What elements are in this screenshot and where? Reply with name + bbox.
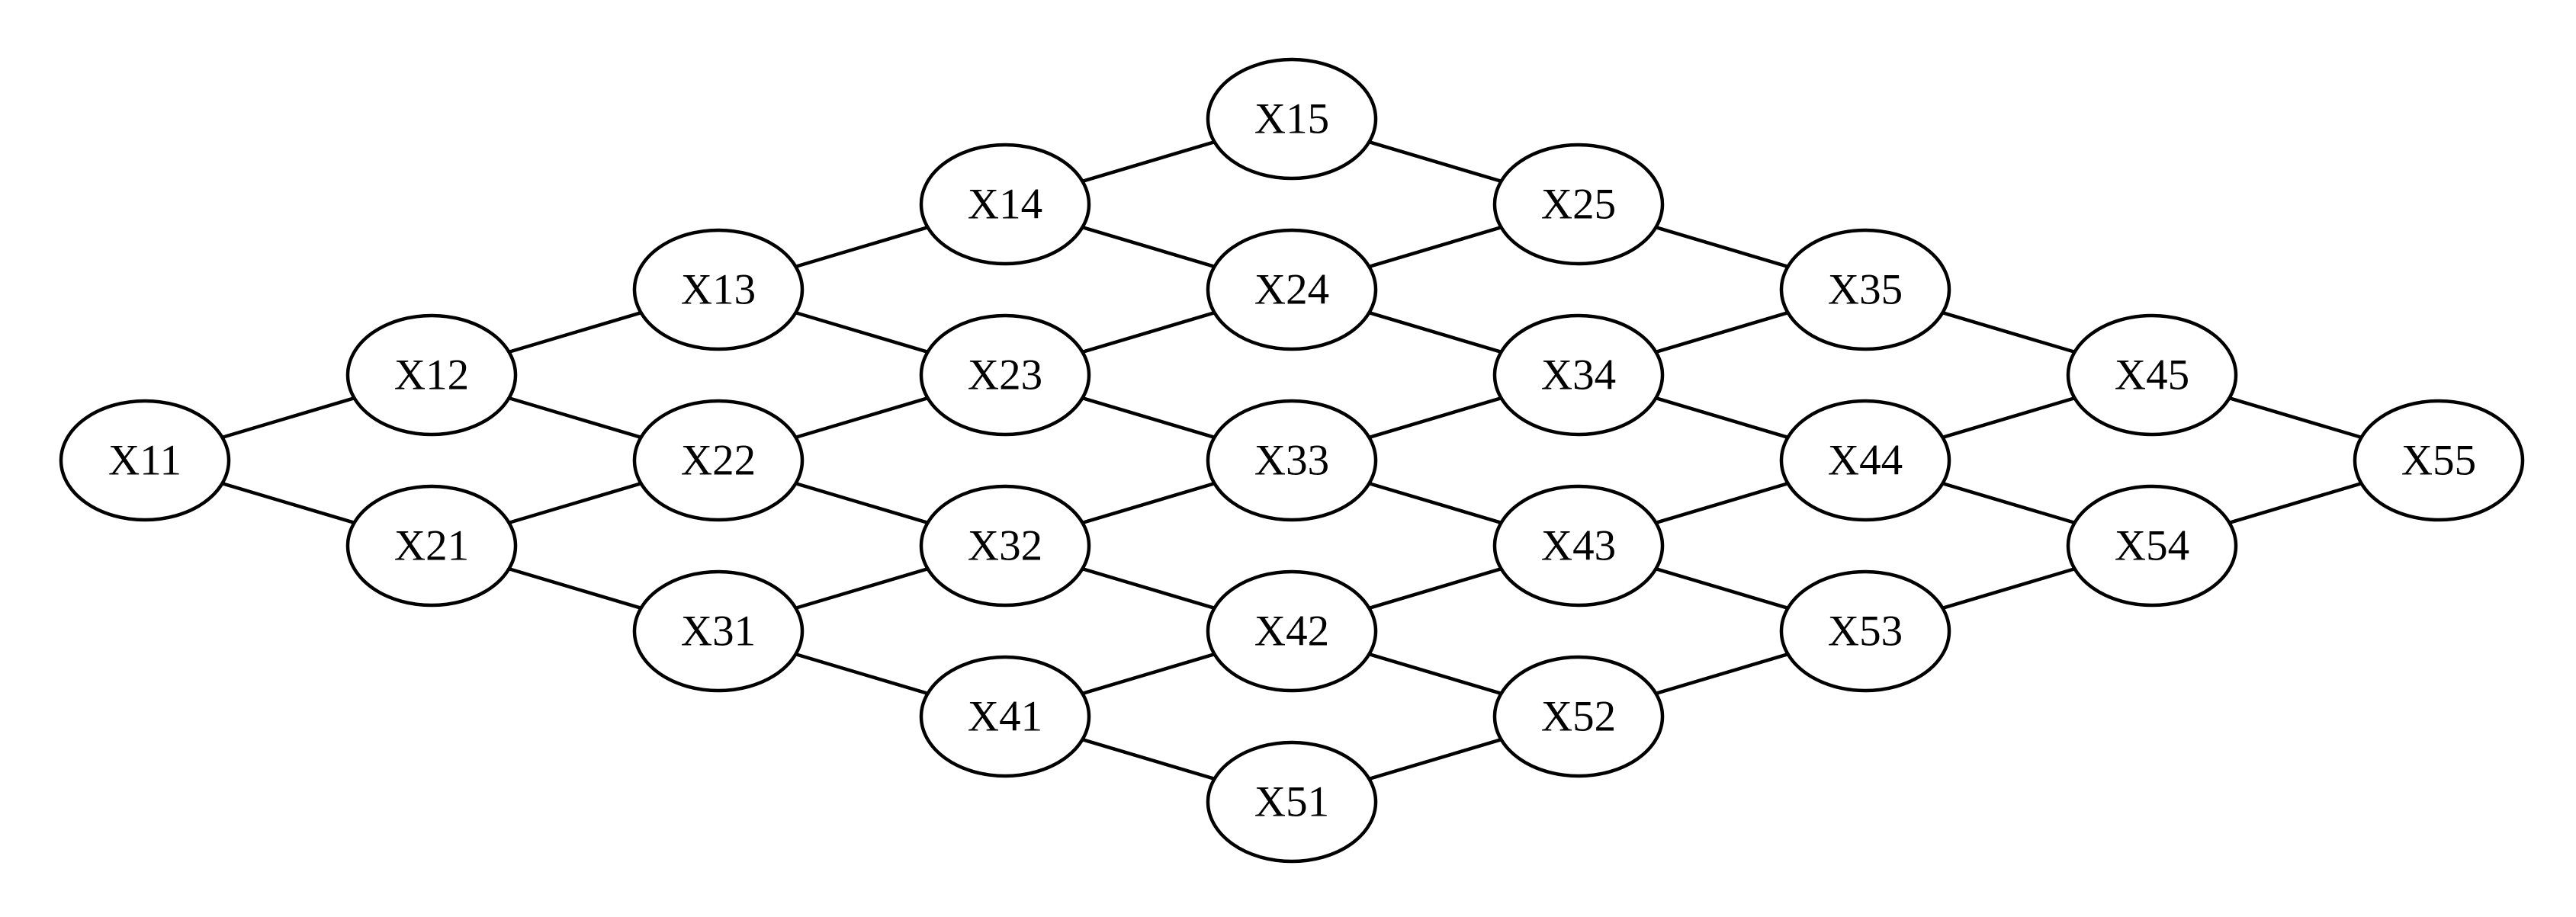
node-ellipse [632, 228, 805, 351]
node-x44: X44 [1779, 399, 1951, 522]
node-label: X11 [108, 437, 181, 485]
node-ellipse [919, 484, 1091, 608]
node-ellipse [1779, 399, 1951, 522]
node-ellipse [2353, 399, 2525, 522]
node-label: X21 [394, 522, 469, 570]
node-ellipse [632, 569, 805, 693]
node-x23: X23 [919, 313, 1091, 437]
node-x24: X24 [1206, 228, 1378, 351]
node-ellipse [2066, 484, 2238, 608]
node-label: X55 [2401, 437, 2476, 485]
node-ellipse [1492, 484, 1665, 608]
node-label: X22 [681, 437, 756, 485]
node-label: X42 [1254, 608, 1329, 656]
node-label: X25 [1541, 181, 1616, 229]
node-x12: X12 [345, 313, 518, 437]
node-x54: X54 [2066, 484, 2238, 608]
node-label: X45 [2115, 351, 2189, 399]
node-x43: X43 [1492, 484, 1665, 608]
node-ellipse [1779, 228, 1951, 351]
node-ellipse [1206, 228, 1378, 351]
node-label: X32 [968, 522, 1042, 570]
node-ellipse [1206, 399, 1378, 522]
node-x22: X22 [632, 399, 805, 522]
node-x21: X21 [345, 484, 518, 608]
node-label: X14 [968, 181, 1042, 229]
node-label: X54 [2115, 522, 2189, 570]
node-label: X52 [1541, 693, 1616, 741]
node-label: X43 [1541, 522, 1616, 570]
node-ellipse [345, 313, 518, 437]
node-x11: X11 [59, 399, 231, 522]
node-ellipse [1492, 655, 1665, 778]
node-label: X41 [968, 693, 1042, 741]
node-label: X34 [1541, 351, 1616, 399]
node-x34: X34 [1492, 313, 1665, 437]
node-x51: X51 [1206, 740, 1378, 864]
node-x45: X45 [2066, 313, 2238, 437]
node-ellipse [919, 655, 1091, 778]
node-x53: X53 [1779, 569, 1951, 693]
node-x15: X15 [1206, 57, 1378, 181]
node-label: X12 [394, 351, 469, 399]
node-label: X53 [1828, 608, 1903, 656]
node-x32: X32 [919, 484, 1091, 608]
node-ellipse [345, 484, 518, 608]
node-label: X15 [1254, 95, 1329, 143]
node-ellipse [1492, 143, 1665, 266]
node-label: X13 [681, 266, 756, 314]
node-ellipse [59, 399, 231, 522]
node-label: X23 [968, 351, 1042, 399]
node-ellipse [919, 143, 1091, 266]
node-x52: X52 [1492, 655, 1665, 778]
node-x35: X35 [1779, 228, 1951, 351]
node-x55: X55 [2353, 399, 2525, 522]
node-x31: X31 [632, 569, 805, 693]
node-label: X24 [1254, 266, 1329, 314]
node-ellipse [632, 399, 805, 522]
node-ellipse [919, 313, 1091, 437]
node-ellipse [1492, 313, 1665, 437]
node-ellipse [2066, 313, 2238, 437]
node-ellipse [1206, 569, 1378, 693]
node-x33: X33 [1206, 399, 1378, 522]
node-x41: X41 [919, 655, 1091, 778]
node-x42: X42 [1206, 569, 1378, 693]
node-label: X33 [1254, 437, 1329, 485]
node-x13: X13 [632, 228, 805, 351]
node-x14: X14 [919, 143, 1091, 266]
node-x25: X25 [1492, 143, 1665, 266]
node-ellipse [1206, 57, 1378, 181]
node-label: X44 [1828, 437, 1903, 485]
node-label: X51 [1254, 778, 1329, 826]
node-ellipse [1779, 569, 1951, 693]
node-ellipse [1206, 740, 1378, 864]
node-label: X31 [681, 608, 756, 656]
node-label: X35 [1828, 266, 1903, 314]
nodes-layer: X11X12X13X14X15X21X22X23X24X25X31X32X33X… [59, 57, 2525, 864]
